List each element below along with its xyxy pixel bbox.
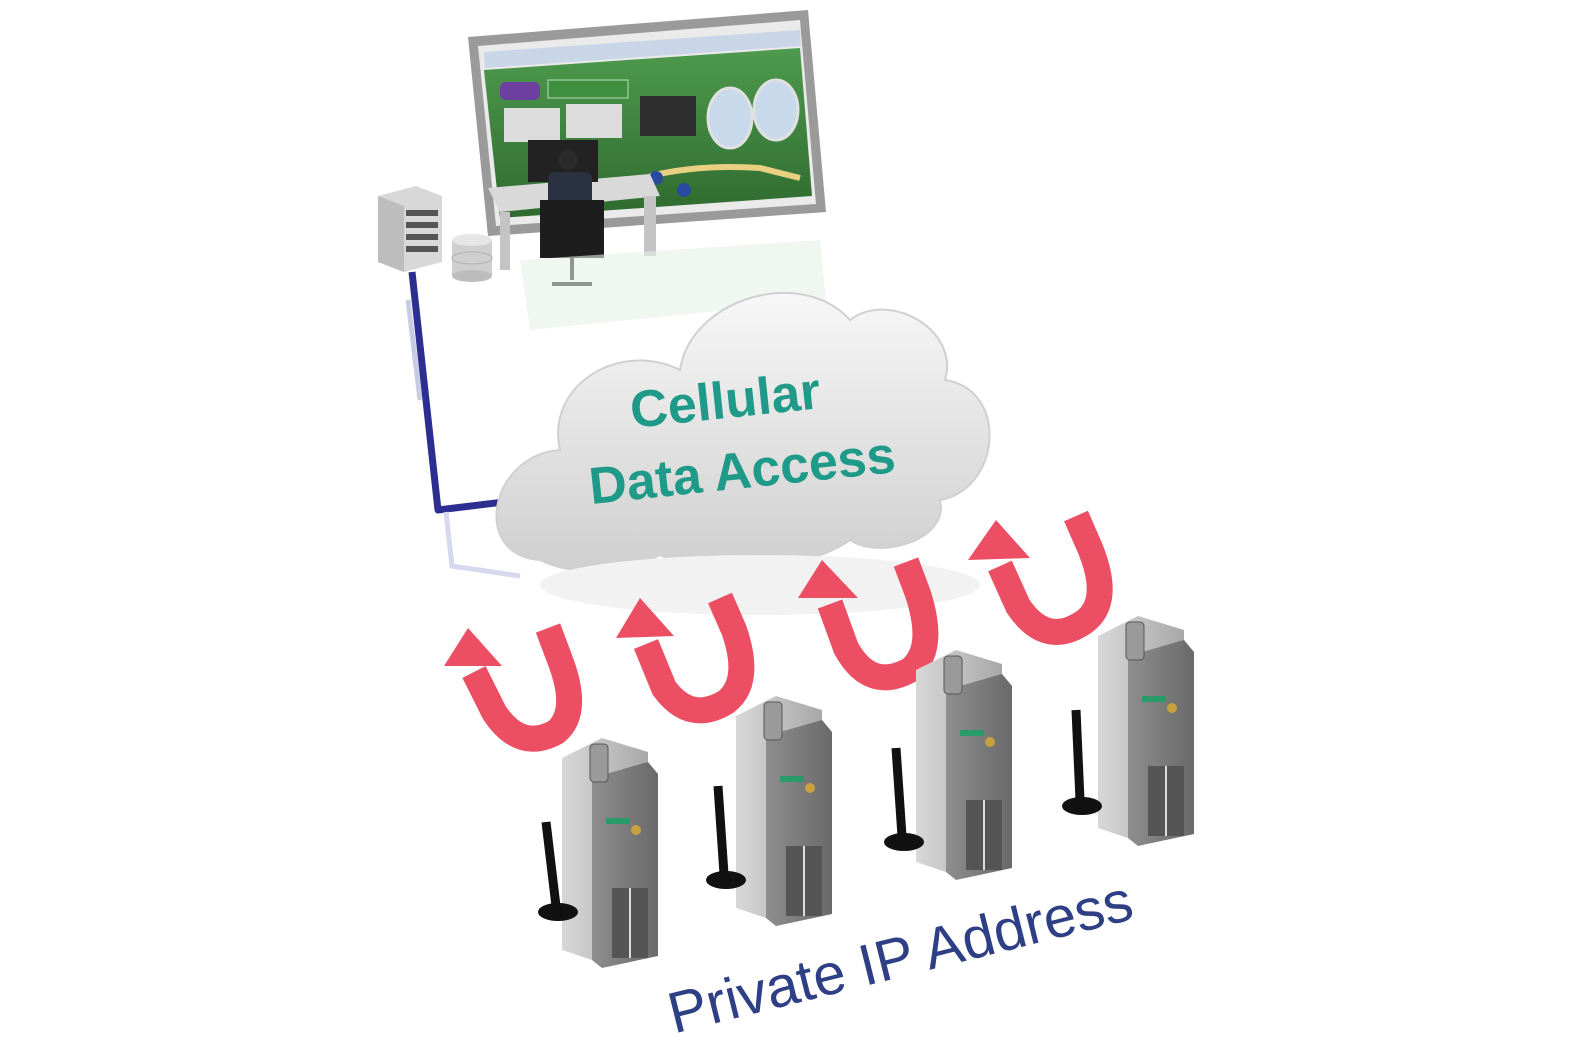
server-icon [378, 186, 442, 272]
io-device-4 [1098, 616, 1194, 846]
database-icon [451, 234, 493, 282]
io-device-2 [736, 696, 832, 926]
io-device-icon [736, 696, 832, 926]
cloud-icon [495, 291, 991, 615]
u-turn-arrow-icon [817, 557, 939, 691]
antenna-icon [538, 821, 578, 921]
arrow-heads [444, 520, 1030, 666]
io-device-icon [562, 738, 658, 968]
u-turn-arrow-icon [462, 623, 582, 752]
private-ip-caption: Private IP Address [661, 868, 1139, 1046]
antenna-icon [1062, 709, 1102, 815]
antenna-icon [706, 785, 746, 889]
u-turn-arrows [462, 510, 1113, 752]
antenna-icon [884, 747, 924, 851]
io-device-icon [1098, 616, 1194, 846]
network-link [408, 271, 521, 514]
operator-icon [488, 140, 660, 286]
u-turn-arrow-icon [988, 510, 1113, 645]
u-turn-arrow-icon [633, 592, 755, 724]
io-device-3 [916, 650, 1012, 880]
io-device-1 [562, 738, 658, 968]
network-link-reflection [405, 299, 423, 401]
io-device-icon [916, 650, 1012, 880]
network-link-reflection-2 [443, 511, 521, 579]
